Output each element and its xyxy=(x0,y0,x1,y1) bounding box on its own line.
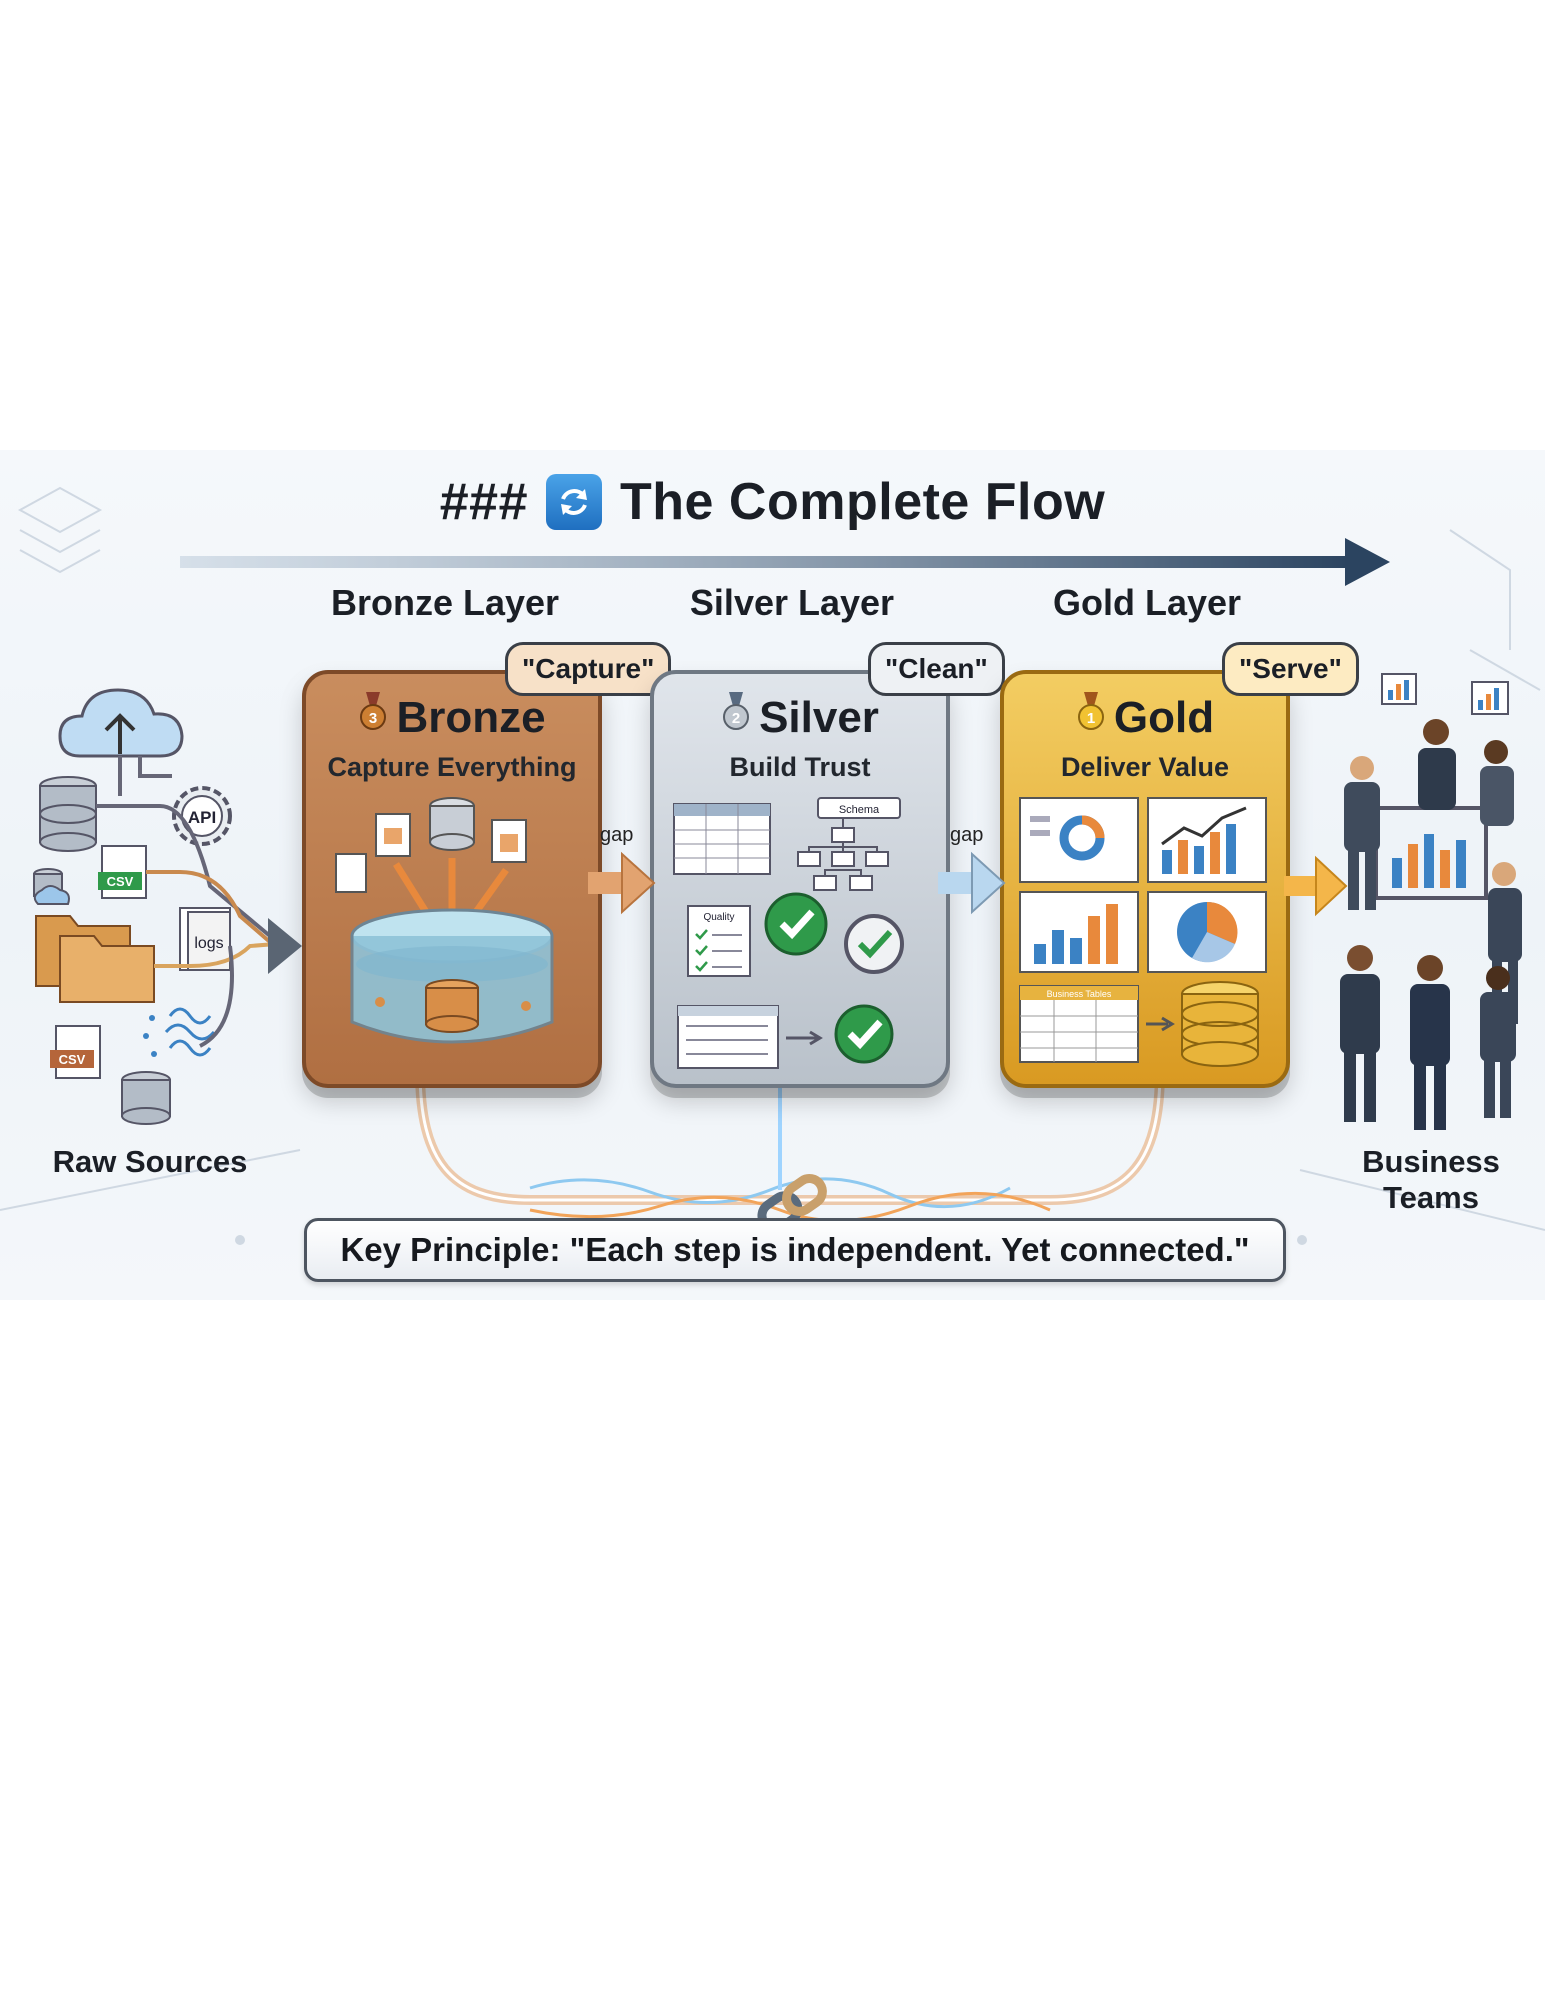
gold-to-teams-arrow-icon xyxy=(1284,855,1348,917)
background-decoration xyxy=(0,486,1545,1245)
svg-text:Business Tables: Business Tables xyxy=(1047,989,1112,999)
silver-medal-icon: 2 xyxy=(721,692,751,743)
chart-icon xyxy=(1381,673,1417,705)
bar-chart-icon xyxy=(1019,891,1139,973)
svg-text:API: API xyxy=(188,808,216,827)
gold-medal-icon: 1 xyxy=(1076,692,1106,743)
svg-text:CSV: CSV xyxy=(107,874,134,889)
silver-layer-label: Silver Layer xyxy=(689,582,895,623)
svg-text:Quality: Quality xyxy=(703,912,734,923)
person-icon xyxy=(1480,740,1514,826)
gold-layer-label: Gold Layer xyxy=(1052,582,1242,623)
database-icon xyxy=(121,1071,171,1125)
record-panel-icon xyxy=(677,1005,779,1069)
bronze-card: 3 Bronze Capture Everything xyxy=(302,670,602,1088)
title-text: The Complete Flow xyxy=(620,473,1106,531)
check-circle-icon xyxy=(764,892,828,956)
svg-text:Schema: Schema xyxy=(839,804,880,816)
chart-icon xyxy=(1471,681,1509,715)
gold-database-icon xyxy=(1181,981,1259,1067)
lake-database-icon xyxy=(425,979,479,1033)
check-circle-icon xyxy=(834,1004,894,1064)
quality-checklist-icon: Quality xyxy=(687,905,751,977)
business-teams-label: Business Teams xyxy=(1346,1144,1516,1216)
stream-icon xyxy=(143,1007,216,1057)
person-icon xyxy=(1480,966,1516,1118)
business-teams-illustration xyxy=(1340,673,1522,1130)
csv-file-icon: CSV xyxy=(50,1025,101,1079)
silver-card-subtitle: Build Trust xyxy=(729,752,871,782)
database-icon xyxy=(39,776,97,852)
raw-sources-label: Raw Sources xyxy=(52,1144,248,1179)
person-icon xyxy=(1340,945,1380,1122)
person-icon xyxy=(1344,756,1380,910)
bronze-layer-label: Bronze Layer xyxy=(330,582,560,623)
business-tables-icon: Business Tables xyxy=(1019,985,1139,1063)
pie-chart-icon xyxy=(1147,891,1267,973)
gold-card-title: 1 Gold xyxy=(1004,692,1286,743)
business-teams-label-line1: Business xyxy=(1362,1144,1500,1179)
spreadsheet-icon xyxy=(491,819,527,863)
presentation-screen-icon xyxy=(1374,806,1488,900)
gap-label-1: gap xyxy=(600,824,634,846)
table-icon xyxy=(673,803,771,875)
gold-card-name: Gold xyxy=(1113,692,1215,742)
business-teams-label-line2: Teams xyxy=(1383,1180,1479,1215)
bronze-card-name: Bronze xyxy=(396,692,546,742)
silver-to-gold-arrow-icon xyxy=(938,851,1006,915)
raw-sources-illustration: API CSV logs CSV xyxy=(33,688,302,1125)
silver-card-name: Silver xyxy=(759,692,879,742)
gold-speech-bubble: "Serve" xyxy=(1222,642,1359,696)
line-chart-icon xyxy=(1147,797,1267,883)
svg-text:3: 3 xyxy=(369,710,377,727)
silver-speech-bubble: "Clean" xyxy=(868,642,1005,696)
bronze-card-subtitle: Capture Everything xyxy=(327,752,577,782)
svg-text:CSV: CSV xyxy=(59,1052,86,1067)
silver-card: 2 Silver Build Trust Schema xyxy=(650,670,950,1088)
title-prefix: ### xyxy=(439,473,529,531)
database-icon xyxy=(429,797,475,851)
bronze-speech-bubble: "Capture" xyxy=(505,642,672,696)
person-icon xyxy=(1410,955,1450,1130)
page-title: ### The Complete Flow xyxy=(0,472,1545,532)
refresh-icon xyxy=(546,474,603,530)
key-principle-banner: Key Principle: "Each step is independent… xyxy=(304,1218,1286,1282)
schema-diagram: Schema xyxy=(797,797,901,891)
document-icon xyxy=(375,813,411,857)
cloud-upload-icon xyxy=(58,688,184,758)
folder-icon xyxy=(35,915,155,1003)
data-quality-illustration: Schema Quality xyxy=(673,797,904,1069)
check-circle-outline-icon xyxy=(844,914,904,974)
data-lake-illustration xyxy=(335,797,554,1044)
flow-diagram: ### The Complete Flow Bronze Layer Silve xyxy=(0,450,1545,1300)
svg-text:logs: logs xyxy=(194,935,223,952)
bronze-to-silver-arrow-icon xyxy=(588,851,656,915)
gold-card: 1 Gold Deliver Value xyxy=(1000,670,1290,1088)
silver-card-title: 2 Silver xyxy=(654,692,946,743)
svg-text:1: 1 xyxy=(1087,710,1095,727)
bronze-medal-icon: 3 xyxy=(358,692,388,743)
gap-label-2: gap xyxy=(950,824,984,846)
dashboard-illustration: Business Tables xyxy=(1019,797,1267,1067)
donut-chart-icon xyxy=(1019,797,1139,883)
svg-text:2: 2 xyxy=(732,710,740,727)
gold-card-subtitle: Deliver Value xyxy=(1060,752,1230,782)
flow-arrow-icon xyxy=(180,538,1390,586)
person-icon xyxy=(1418,719,1456,810)
bronze-card-title: 3 Bronze xyxy=(306,692,598,743)
csv-file-icon: CSV xyxy=(98,845,147,899)
